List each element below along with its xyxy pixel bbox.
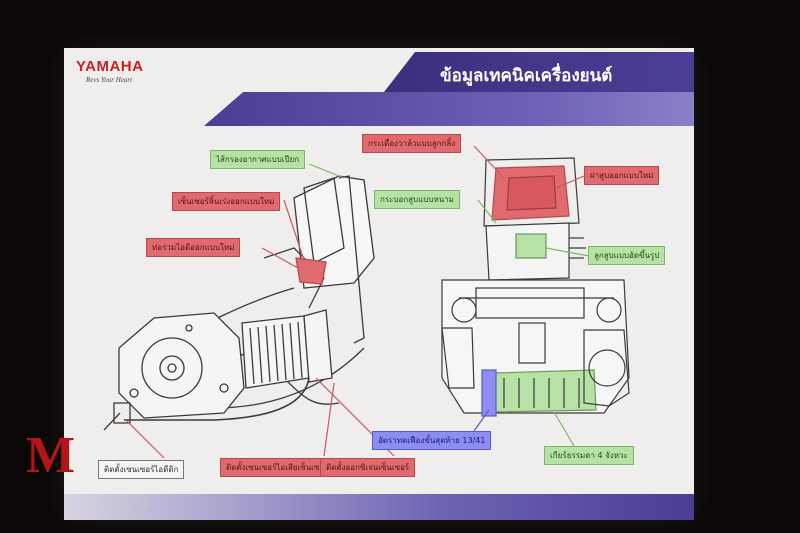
label-cylinder-head: ฝาสูบออกแบบใหม่ xyxy=(584,166,660,185)
brand-tagline: Revs Your Heart xyxy=(86,76,133,84)
label-oxygen-sensor: ติดตั้งออกซิเจนเซ็นเซอร์ xyxy=(320,458,416,477)
label-piston: ลูกสูบแบบอัดขึ้นรูป xyxy=(588,246,666,265)
accent-band xyxy=(204,92,694,126)
label-transmission: เกียร์ธรรมดา 4 จังหวะ xyxy=(544,446,634,465)
title-band xyxy=(384,52,694,92)
label-crank-sensor: ติดตั้งเซนเซอร์ไอดีดิก xyxy=(98,460,185,479)
engine-diagram xyxy=(103,145,630,459)
watermark-letter: M xyxy=(26,427,76,484)
presentation-slide: YAMAHA Revs Your Heart ข้อมูลเทคนิคเครื่… xyxy=(64,48,694,520)
label-intake-manifold: ท่อร่วมไอดีออกแบบใหม่ xyxy=(146,238,241,257)
label-fuel-temp-sensor: ติดตั้งเซนเซอร์ไอเสียเซ็นเซอร์ xyxy=(220,458,335,477)
label-cylinder-sleeve: กระบอกสูบแบบหนาม xyxy=(374,190,460,209)
label-rocker-arm: กระเดื่องวาล์วแบบลูกกลิ้ง xyxy=(362,134,462,153)
label-final-gear-ratio: อัตราทดเฟืองขั้นสุดท้าย 13/41 xyxy=(372,431,492,450)
footer-band xyxy=(64,494,694,520)
label-air-filter: ไส้กรองอากาศแบบเปียก xyxy=(210,150,306,169)
leader-lines xyxy=(125,145,590,459)
watermark-word: RIVAL xyxy=(96,490,154,512)
right-engine-drawing xyxy=(441,157,630,417)
label-throttle-sensor: เซ็นเซอร์ลิ้นเร่งออกแบบใหม่ xyxy=(172,192,281,211)
left-engine-drawing xyxy=(103,175,375,431)
yamaha-logo: YAMAHA xyxy=(76,58,144,75)
slide-title: ข้อมูลเทคนิคเครื่องยนต์ xyxy=(440,66,613,86)
